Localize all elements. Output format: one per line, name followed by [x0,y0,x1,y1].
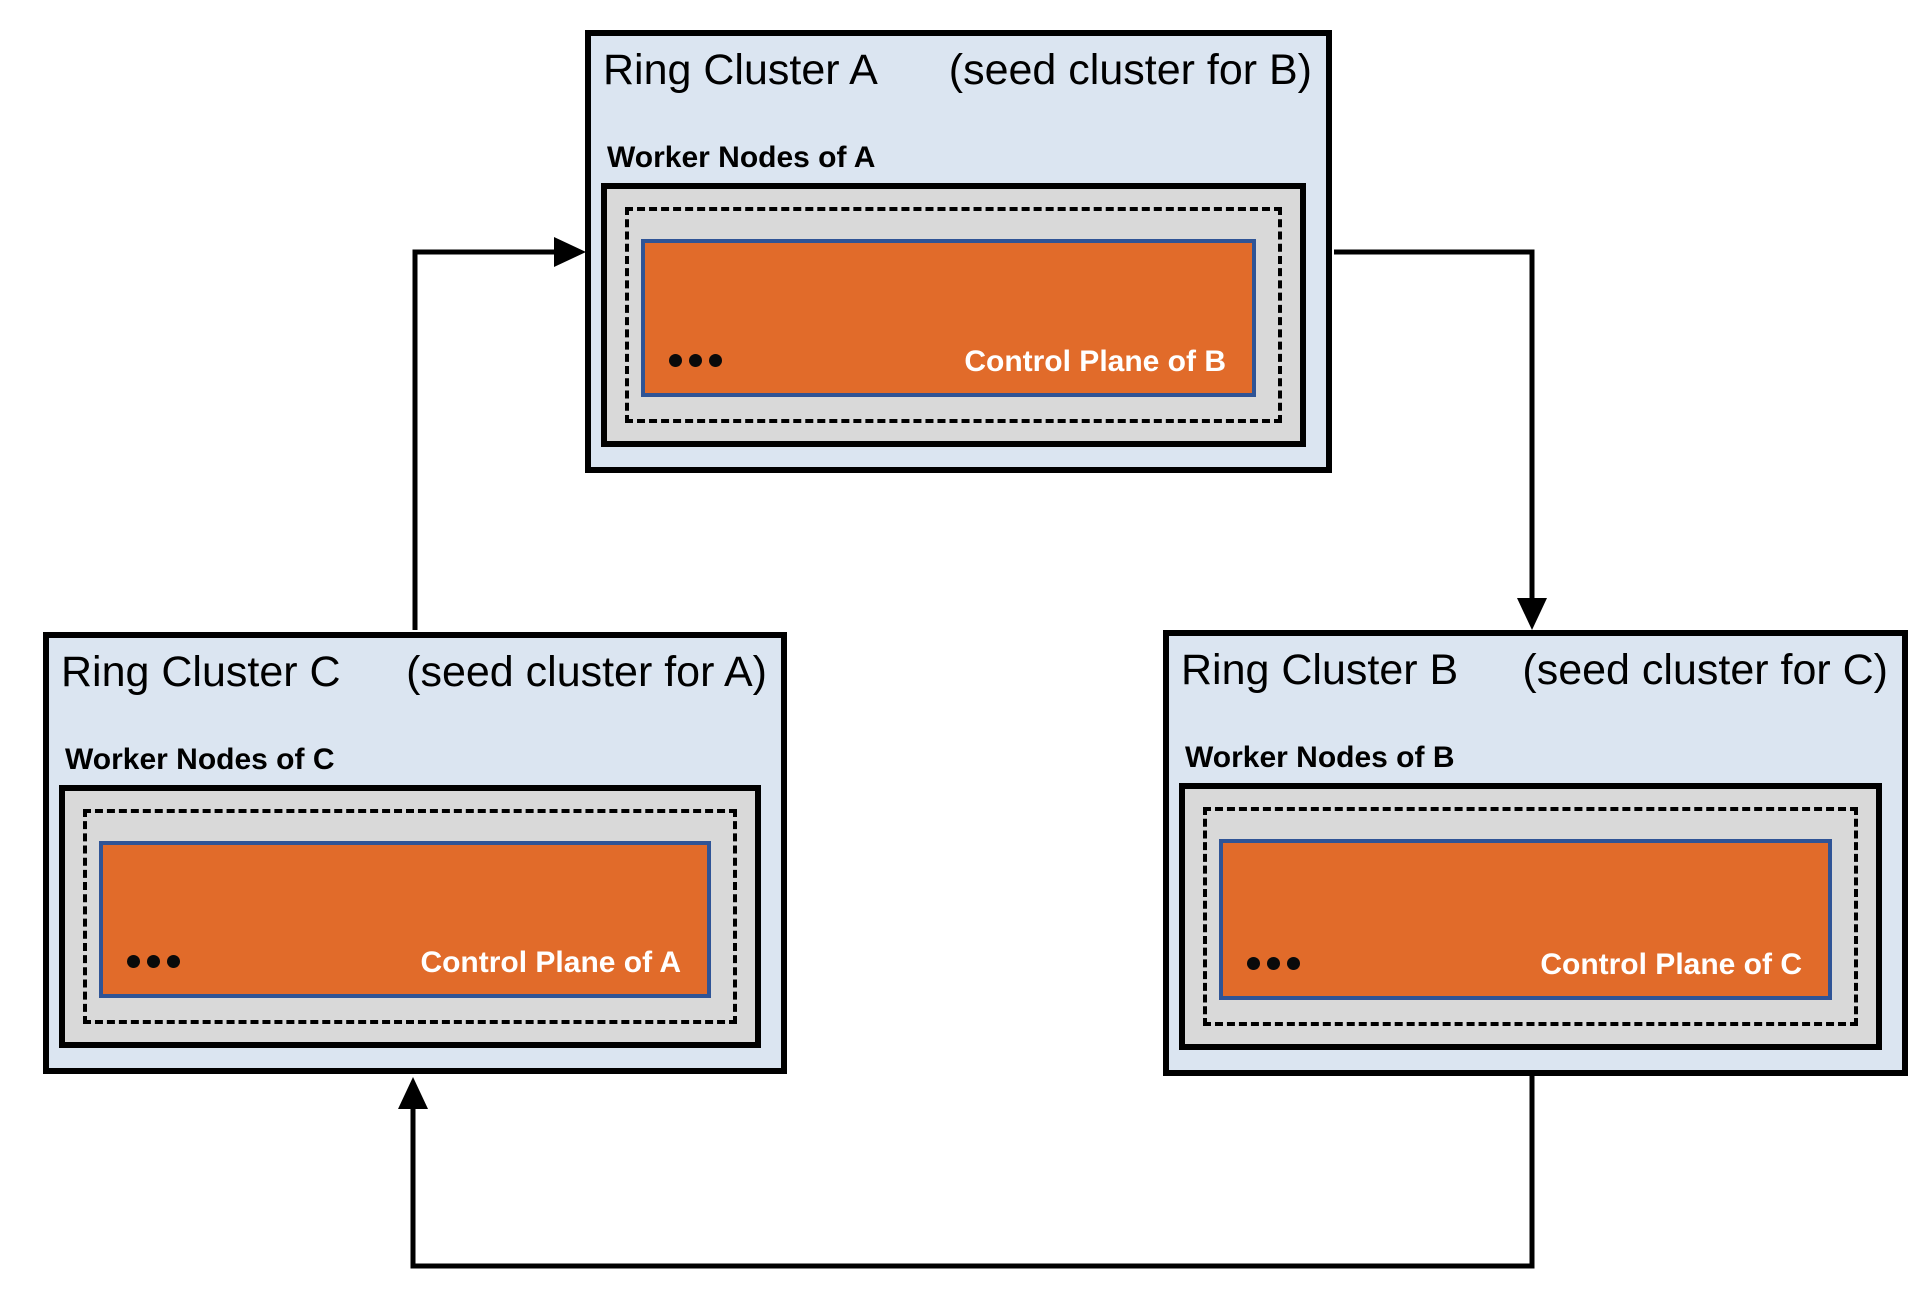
cluster-b-worker-nodes-label: Worker Nodes of B [1185,741,1455,774]
cluster-b: Ring Cluster B (seed cluster for C) Work… [1163,630,1908,1076]
cluster-c-seed-note: (seed cluster for A) [406,648,767,696]
cluster-c-title: Ring Cluster C [61,648,341,696]
arrow-c-to-a [412,237,586,630]
cluster-c-control-plane-label: Control Plane of A [420,946,681,979]
cluster-b-title: Ring Cluster B [1181,646,1459,694]
cluster-a: Ring Cluster A (seed cluster for B) Work… [585,30,1332,473]
cluster-c-dashed-boundary: Control Plane of A [83,809,737,1024]
cluster-c: Ring Cluster C (seed cluster for A) Work… [43,632,787,1074]
cluster-b-control-plane-box: Control Plane of C [1219,839,1832,1000]
cluster-b-control-plane-label: Control Plane of C [1540,948,1802,981]
ellipsis-icon [669,354,722,367]
cluster-b-dashed-boundary: Control Plane of C [1203,807,1858,1026]
cluster-a-worker-nodes-label: Worker Nodes of A [607,141,876,174]
cluster-a-title: Ring Cluster A [603,46,878,94]
cluster-c-worker-nodes-box: Control Plane of A [59,785,761,1048]
ellipsis-icon [1247,957,1300,970]
cluster-b-worker-nodes-box: Control Plane of C [1179,783,1882,1050]
cluster-a-dashed-boundary: Control Plane of B [625,207,1282,423]
cluster-c-control-plane-box: Control Plane of A [99,841,711,998]
cluster-a-seed-note: (seed cluster for B) [948,46,1312,94]
cluster-c-worker-nodes-label: Worker Nodes of C [65,743,335,776]
arrow-a-to-b [1334,249,1547,630]
cluster-a-worker-nodes-box: Control Plane of B [601,183,1306,447]
cluster-a-control-plane-label: Control Plane of B [964,345,1226,378]
ellipsis-icon [127,955,180,968]
arrow-b-to-c [398,1076,1535,1269]
cluster-b-seed-note: (seed cluster for C) [1522,646,1888,694]
cluster-a-control-plane-box: Control Plane of B [641,239,1256,397]
